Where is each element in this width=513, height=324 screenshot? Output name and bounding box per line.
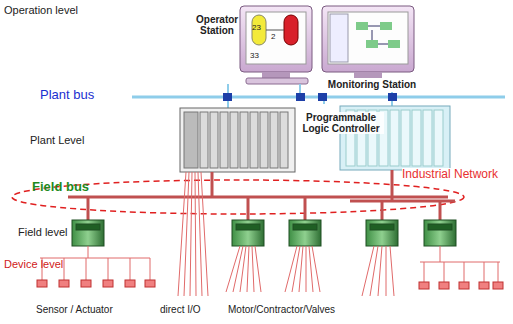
device-wire: [130, 258, 131, 280]
module-panel: [76, 224, 100, 230]
module-panel: [293, 224, 317, 230]
remote-io-module: [72, 220, 104, 246]
network-label: Industrial Network: [402, 168, 498, 181]
sensor-symbol: [493, 282, 503, 289]
screen-number: 23: [252, 24, 261, 33]
device-wire: [444, 262, 445, 282]
plc-module: [240, 112, 248, 168]
sensor-symbol: [37, 280, 47, 287]
device-wire: [390, 246, 394, 296]
device-wire: [312, 246, 320, 292]
device-wire: [201, 172, 208, 296]
rack-module: [434, 110, 443, 166]
plc-module: [230, 112, 238, 168]
plc-module: [220, 112, 228, 168]
device-wire: [306, 246, 307, 292]
device-wire: [64, 258, 65, 280]
level-label: Plant Level: [30, 134, 84, 146]
device-wire: [195, 172, 196, 296]
sensor-symbol: [439, 282, 449, 289]
screen-number: 2: [271, 33, 275, 42]
device-wire: [484, 262, 485, 282]
device-wire: [498, 262, 499, 282]
level-label: Field level: [18, 226, 68, 238]
device-wire: [420, 246, 500, 262]
device-wire: [150, 258, 151, 280]
sensor-symbol: [103, 280, 113, 287]
bus-label: Plant bus: [40, 88, 94, 102]
plc-module: [210, 112, 218, 168]
sensor-symbol: [479, 282, 489, 289]
device-wire: [233, 246, 243, 292]
device-label: direct I/O: [160, 304, 201, 315]
device-wire: [108, 258, 109, 280]
remote-io-module: [366, 220, 398, 246]
sensor-symbol: [59, 280, 69, 287]
device-wire: [370, 246, 378, 296]
plc-module: [200, 112, 208, 168]
remote-io-module: [289, 220, 321, 246]
device-wire: [198, 172, 202, 296]
device-wire: [285, 246, 297, 292]
device-wire: [362, 246, 374, 296]
device-wire: [190, 172, 192, 296]
rack-module: [390, 110, 399, 166]
plc-module: [270, 112, 278, 168]
rack-module: [401, 110, 410, 166]
device-station: Monitoring Station: [322, 79, 422, 90]
plc-module: [280, 112, 288, 168]
device-wire: [292, 246, 300, 292]
device-wire: [309, 246, 313, 292]
rack-module: [412, 110, 421, 166]
bus-label: Field bus: [32, 180, 89, 194]
device-label: Motor/Contractor/Valves: [228, 304, 335, 315]
remote-io-module: [424, 220, 456, 246]
module-panel: [236, 224, 260, 230]
sensor-symbol: [459, 282, 469, 289]
station-label: Operator Station: [196, 14, 238, 36]
sensor-symbol: [145, 280, 155, 287]
device-wire: [299, 246, 303, 292]
device-wire: [386, 246, 387, 296]
level-label: Device level: [4, 258, 63, 270]
device-wire: [464, 262, 465, 282]
device-station: Programmable Logic Controller: [298, 112, 384, 134]
level-label: Operation level: [4, 4, 78, 16]
rack-module: [423, 110, 432, 166]
device-wire: [40, 246, 150, 258]
device-wire: [184, 172, 189, 296]
sensor-symbol: [125, 280, 135, 287]
module-panel: [370, 224, 394, 230]
station-label: Monitoring Station: [322, 79, 422, 90]
plc-cpu: [184, 112, 198, 168]
device-wire: [252, 246, 254, 292]
sensor-symbol: [419, 282, 429, 289]
module-panel: [428, 224, 452, 230]
device-wire: [86, 258, 87, 280]
station-label: Programmable Logic Controller: [298, 112, 384, 134]
screen-number: 33: [250, 52, 259, 61]
plc-module: [250, 112, 258, 168]
sensor-symbol: [81, 280, 91, 287]
device-label: Sensor / Actuator: [36, 304, 113, 315]
device-wire: [247, 246, 249, 292]
device-station: Operator Station: [196, 14, 238, 36]
device-wire: [424, 262, 425, 282]
remote-io-module: [232, 220, 264, 246]
plc-module: [260, 112, 268, 168]
device-wire: [378, 246, 382, 296]
device-wire: [255, 246, 261, 292]
device-wire: [240, 246, 246, 292]
